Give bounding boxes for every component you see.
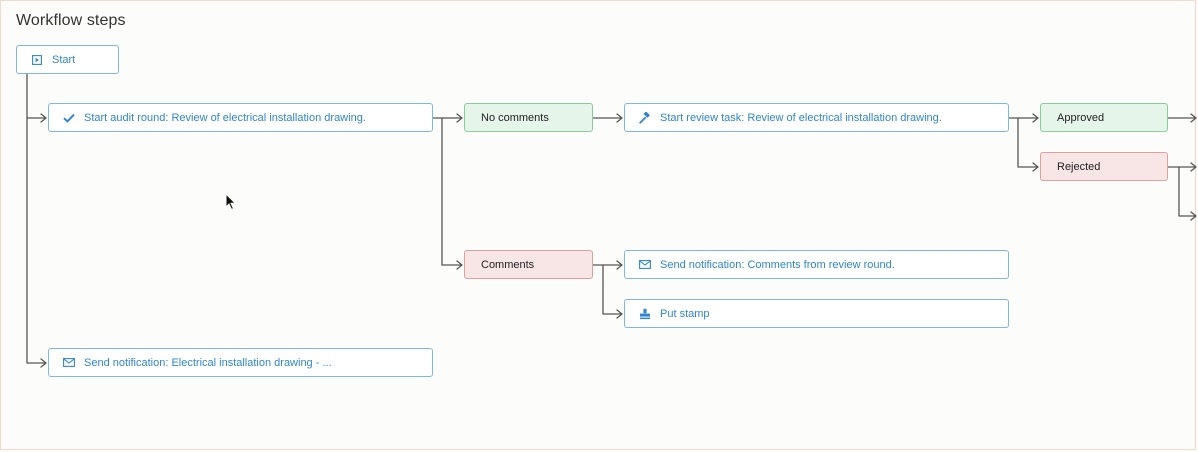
stamp-icon: [639, 308, 651, 320]
arrow-head: [1032, 162, 1039, 172]
comments-node[interactable]: Comments: [464, 250, 593, 279]
arrow-head: [616, 113, 623, 123]
put-stamp-node[interactable]: Put stamp: [624, 299, 1009, 328]
arrow-head: [456, 260, 463, 270]
gavel-icon: [639, 111, 651, 124]
connector-line: [602, 264, 622, 315]
no-comments-node[interactable]: No comments: [464, 103, 593, 132]
arrow-head: [40, 113, 47, 123]
rejected-node[interactable]: Rejected: [1040, 152, 1168, 181]
audit-round-label: Start audit round: Review of electrical …: [84, 111, 366, 124]
page-title: Workflow steps: [16, 12, 126, 29]
arrow-head: [1190, 211, 1197, 221]
connector-line: [1017, 117, 1038, 168]
notify-comments-node[interactable]: Send notification: Comments from review …: [624, 250, 1009, 279]
connector-line: [26, 73, 46, 364]
notify-drawing-node[interactable]: Send notification: Electrical installati…: [48, 348, 433, 377]
audit-round-node[interactable]: Start audit round: Review of electrical …: [48, 103, 433, 132]
approved-label: Approved: [1057, 111, 1105, 124]
approved-node[interactable]: Approved: [1040, 103, 1168, 132]
arrow-head: [1190, 162, 1197, 172]
rejected-label: Rejected: [1057, 160, 1101, 173]
connector-line: [441, 117, 462, 266]
arrow-head: [456, 113, 463, 123]
play-square-icon: [31, 54, 43, 66]
review-task-node[interactable]: Start review task: Review of electrical …: [624, 103, 1009, 132]
notify-comments-label: Send notification: Comments from review …: [660, 258, 895, 271]
arrow-head: [616, 260, 623, 270]
envelope-icon: [63, 357, 75, 369]
start-node-label: Start: [52, 53, 76, 66]
notify-drawing-label: Send notification: Electrical installati…: [84, 356, 332, 369]
arrow-head: [1032, 113, 1039, 123]
start-node[interactable]: Start: [16, 45, 119, 74]
arrow-head: [40, 358, 47, 368]
checkmark-icon: [63, 112, 75, 124]
arrow-head: [616, 309, 623, 319]
connector-line: [1178, 166, 1196, 217]
arrow-head: [1190, 113, 1197, 123]
comments-label: Comments: [481, 258, 535, 271]
envelope-icon: [639, 259, 651, 271]
mouse-cursor-icon: [225, 193, 237, 211]
review-task-label: Start review task: Review of electrical …: [660, 111, 942, 124]
no-comments-label: No comments: [481, 111, 549, 124]
put-stamp-label: Put stamp: [660, 307, 710, 320]
